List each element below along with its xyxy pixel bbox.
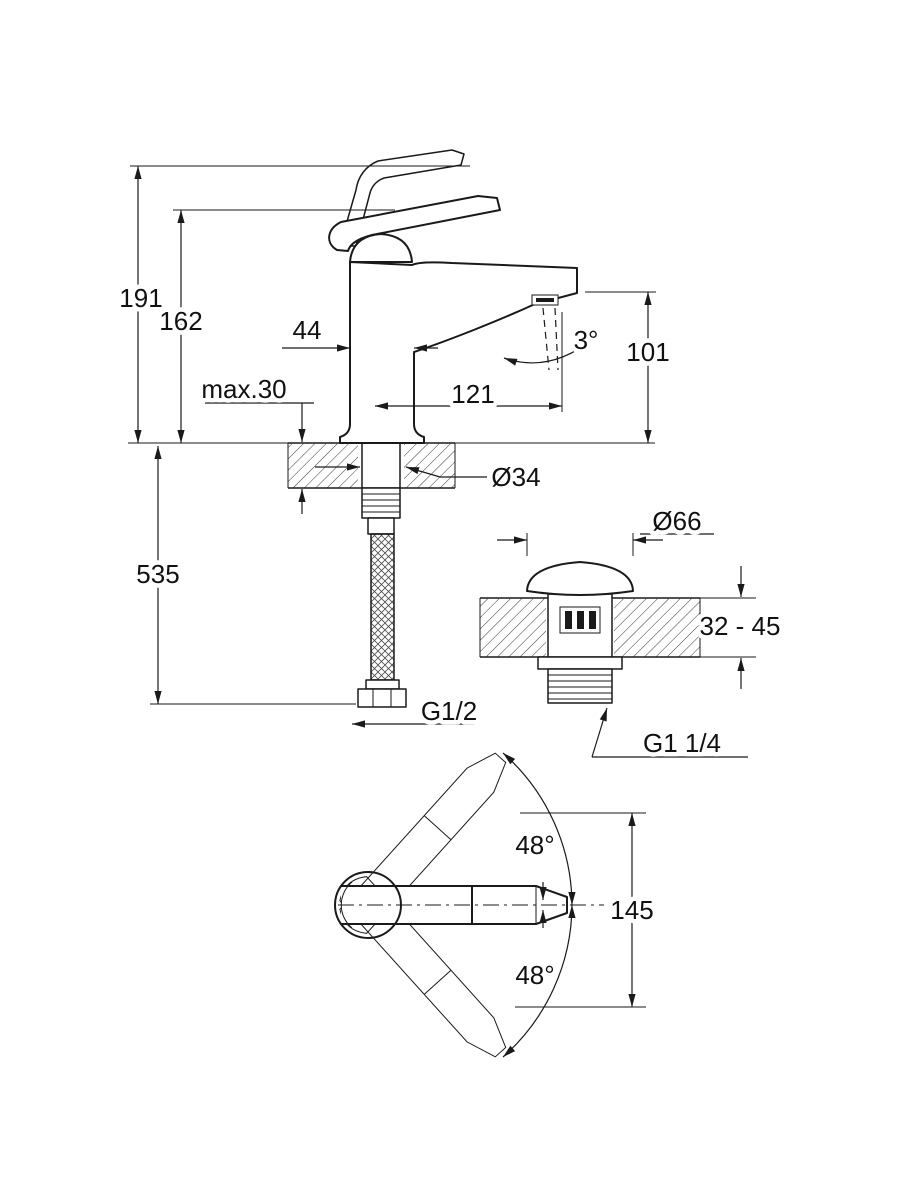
handle-swing-view: 48° 48° 145	[334, 752, 658, 1058]
swing-arcs	[502, 752, 576, 1058]
dim-supply-thread-label: G1/2	[421, 696, 477, 726]
dimension-waste-thread: G1 1/4	[591, 707, 748, 763]
dim-cap-diameter-label: Ø66	[652, 506, 701, 536]
dim-hose-length-label: 535	[136, 559, 179, 589]
dim-waste-thread-label: G1 1/4	[643, 728, 721, 758]
dim-spout-height-label: 101	[626, 337, 669, 367]
dim-max-deck-label: max.30	[201, 374, 286, 404]
dim-deck-range-label: 32 - 45	[700, 611, 781, 641]
dimension-body-depth: 44	[282, 311, 438, 352]
hose-nut	[357, 688, 407, 708]
dimension-hose-length: 535	[132, 446, 356, 705]
dimension-hole-diameter: Ø34	[315, 458, 545, 497]
lever-raised-outline	[339, 149, 465, 247]
dim-total-height-label: 191	[119, 283, 162, 313]
dimension-spout-height: 101	[585, 291, 674, 443]
dim-spout-angle-label: 3°	[574, 325, 599, 355]
handle-solid	[334, 871, 604, 939]
dimension-height-to-lever: 162	[155, 209, 395, 443]
dimension-swing-down: 48°	[511, 956, 559, 995]
flexible-hose	[370, 533, 395, 681]
waste-body	[526, 561, 634, 704]
waste-valve-view: Ø66 32 - 45 G1 1/4	[479, 502, 785, 763]
waste-deck	[479, 597, 756, 658]
dim-hole-diameter-label: Ø34	[491, 462, 540, 492]
dim-handle-length-label: 145	[610, 895, 653, 925]
mounting-deck	[128, 442, 655, 489]
dimension-max-deck: max.30	[197, 370, 314, 514]
faucet-body	[339, 261, 595, 444]
dim-height-to-lever-label: 162	[159, 306, 202, 336]
waste-cap	[526, 561, 634, 596]
dimension-spout-reach: 121	[375, 312, 563, 414]
supply-hose-assembly	[357, 443, 407, 708]
dim-spout-reach-label: 121	[451, 379, 494, 409]
dimension-cap-diameter: Ø66	[497, 502, 714, 556]
cartridge-cap	[349, 233, 413, 263]
dim-swing-up-label: 48°	[515, 830, 554, 860]
dimension-deck-range: 32 - 45	[695, 566, 785, 689]
dimension-spout-angle: 3°	[569, 321, 603, 360]
side-view: 191 162 44 max.30 121 101	[115, 149, 674, 731]
water-stream	[542, 307, 550, 371]
dimension-handle-length: 145	[515, 812, 658, 1008]
lever-rest	[328, 195, 501, 263]
dim-swing-down-label: 48°	[515, 960, 554, 990]
angle-arc	[503, 337, 595, 366]
dimension-swing-up: 48°	[511, 826, 559, 865]
dimension-total-height: 191	[115, 165, 470, 443]
dimension-supply-thread: G1/2	[352, 692, 482, 731]
dim-body-depth-label: 44	[293, 315, 322, 345]
